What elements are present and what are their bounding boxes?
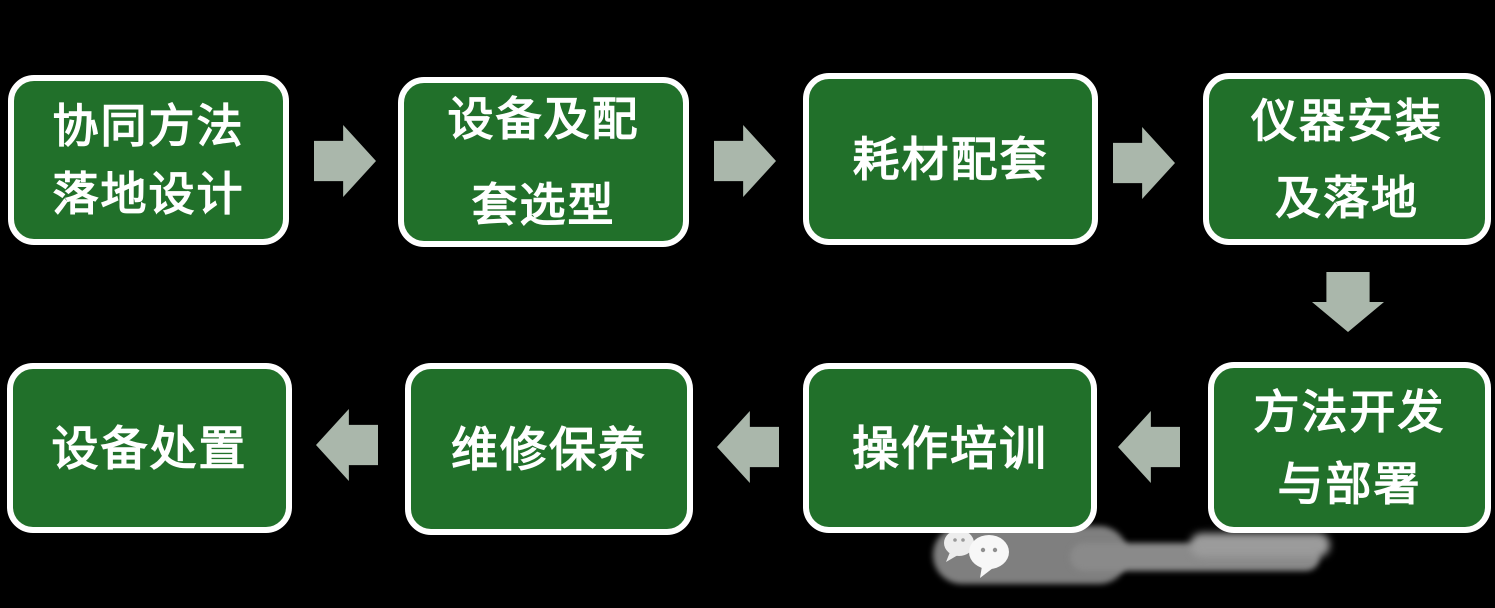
arrow-left-icon <box>1118 411 1180 483</box>
box-line: 设备处置 <box>51 421 248 475</box>
box-equipment-selection: 设备及配 套选型 <box>398 77 689 247</box>
arrow-left-icon <box>717 411 779 483</box>
box-line: 操作培训 <box>852 421 1048 475</box>
watermark-smudge <box>1190 533 1330 557</box>
box-line: 耗材配套 <box>852 132 1049 186</box>
arrow-right-icon <box>314 125 376 197</box>
box-maintenance: 维修保养 <box>405 363 693 535</box>
box-method-deployment: 方法开发 与部署 <box>1208 362 1491 533</box>
box-line: 仪器安装 <box>1251 94 1443 147</box>
box-line: 落地设计 <box>52 168 245 220</box>
box-line: 方法开发 <box>1253 385 1446 438</box>
box-line: 设备及配 <box>447 93 640 145</box>
box-line: 套选型 <box>471 179 616 231</box>
box-operation-training: 操作培训 <box>803 363 1097 533</box>
box-line: 及落地 <box>1275 171 1419 224</box>
box-instrument-install: 仪器安装 及落地 <box>1203 73 1491 245</box>
box-method-design: 协同方法 落地设计 <box>8 75 289 245</box>
box-line: 维修保养 <box>451 422 647 476</box>
box-equipment-disposal: 设备处置 <box>7 363 292 533</box>
wechat-icon <box>944 530 1009 578</box>
arrow-down-icon <box>1312 272 1384 332</box>
arrow-right-icon <box>714 125 776 197</box>
box-line: 协同方法 <box>52 100 245 152</box>
box-consumables: 耗材配套 <box>803 73 1098 245</box>
arrow-left-icon <box>316 409 378 481</box>
box-line: 与部署 <box>1277 457 1422 510</box>
arrow-right-icon <box>1113 127 1175 199</box>
